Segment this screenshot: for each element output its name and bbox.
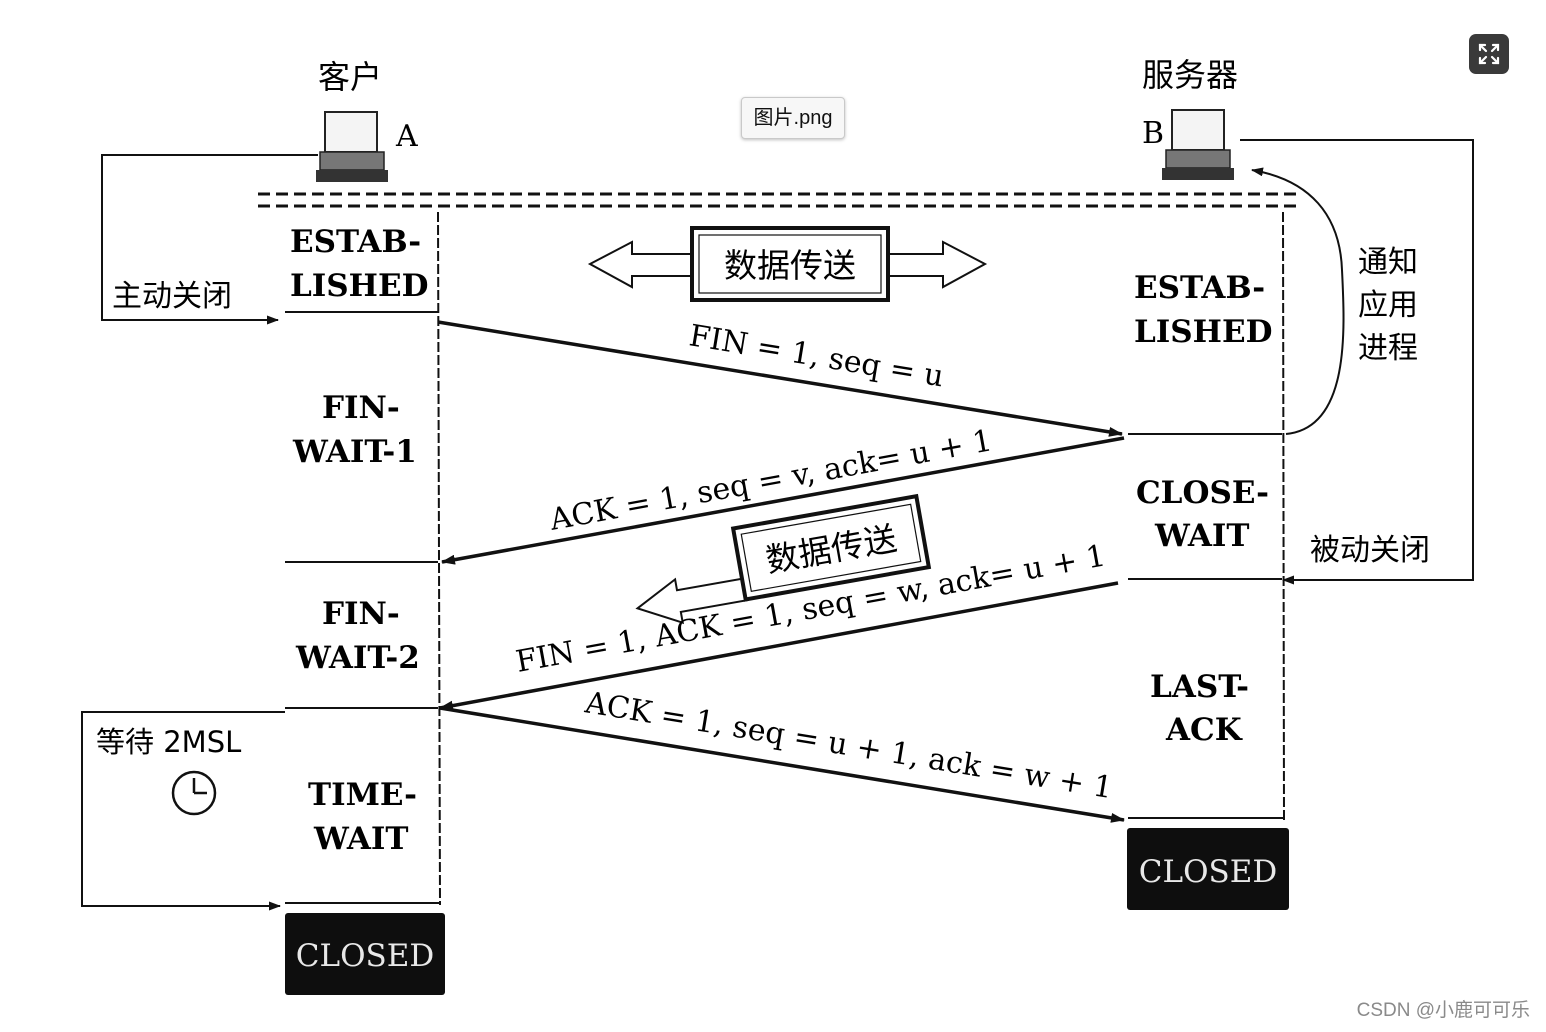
watermark: CSDN @小鹿可可乐 <box>1356 1000 1530 1021</box>
server-state-close-wait: CLOSE- <box>1136 475 1269 511</box>
server-state-close-wait: WAIT <box>1154 518 1249 554</box>
fin1-arrow <box>437 320 1123 437</box>
server-timeline <box>1282 211 1285 821</box>
fin2-arrow <box>439 581 1119 711</box>
client-timeline <box>437 211 441 906</box>
active-close-label: 主动关闭 <box>112 279 232 314</box>
expand-button[interactable] <box>1469 34 1509 74</box>
passive-close-label: 被动关闭 <box>1310 533 1430 568</box>
client-state-closed: CLOSED <box>296 938 434 974</box>
server-state-established: ESTAB- <box>1134 270 1265 306</box>
client-computer-icon <box>316 111 388 182</box>
client-state-fin-wait-1: WAIT-1 <box>292 434 417 470</box>
client-state-fin-wait-2: WAIT-2 <box>295 640 420 676</box>
data-transfer-server-to-client: 数据传送 <box>635 493 932 625</box>
client-state-time-wait: TIME- <box>308 777 417 813</box>
passive-close-arrow <box>1240 139 1474 585</box>
server-state-closed: CLOSED <box>1139 854 1277 890</box>
server-host-label: B <box>1142 116 1164 151</box>
client-state-fin-wait-2: FIN- <box>322 596 400 632</box>
server-state-last-ack: LAST- <box>1150 669 1249 705</box>
wait-2msl-label: 等待 2MSL <box>96 725 241 759</box>
server-state-last-ack: ACK <box>1165 712 1243 748</box>
notify-app-arrow <box>1251 167 1345 435</box>
server-closed-box <box>1127 828 1289 910</box>
server-state-established: LISHED <box>1134 314 1273 350</box>
expand-icon <box>1478 43 1500 65</box>
client-state-fin-wait-1: FIN- <box>322 390 400 426</box>
data-transfer-label-bidirectional: 数据传送 <box>724 246 856 285</box>
server-title: 服务器 <box>1142 56 1238 94</box>
image-filename-tooltip: 图片.png <box>741 97 845 139</box>
ack1-arrow <box>441 436 1125 565</box>
server-computer-icon <box>1162 109 1234 180</box>
client-state-established: ESTAB- <box>290 224 421 260</box>
notify-app-label: 通知 <box>1358 245 1418 280</box>
notify-app-label: 应用 <box>1358 288 1418 323</box>
clock-icon <box>171 770 217 816</box>
wait-2msl-arrow <box>81 711 285 911</box>
client-state-established: LISHED <box>290 268 429 304</box>
data-transfer-bidirectional <box>587 226 988 302</box>
client-title: 客户 <box>318 58 382 96</box>
notify-app-label: 进程 <box>1358 331 1418 366</box>
client-state-time-wait: WAIT <box>313 821 408 857</box>
client-host-label: A <box>395 119 418 154</box>
active-close-arrow <box>101 154 318 325</box>
ack2-arrow <box>439 706 1125 823</box>
client-closed-box <box>285 913 445 995</box>
